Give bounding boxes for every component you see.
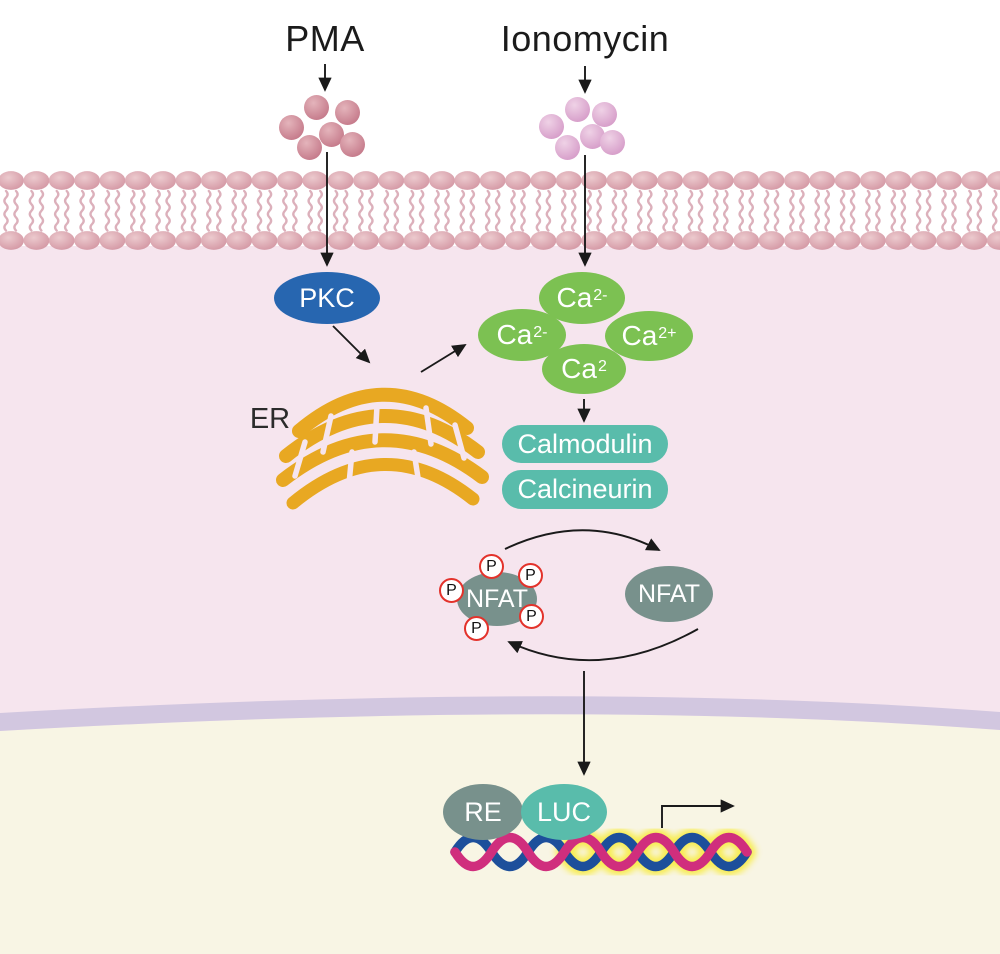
arrow-pkc-to-er bbox=[332, 325, 371, 364]
lipid-tails bbox=[3, 189, 998, 232]
er-label: ER bbox=[249, 403, 291, 435]
calcineurin-node: Calcineurin bbox=[502, 470, 668, 509]
ionomycin-label: Ionomycin bbox=[500, 18, 670, 59]
phosphate-badge: P bbox=[479, 554, 504, 579]
ionomycin-molecule bbox=[555, 135, 580, 160]
calmodulin-node: Calmodulin bbox=[502, 425, 668, 463]
nuclear-membrane bbox=[0, 696, 1000, 731]
re-element-node: RE bbox=[443, 784, 523, 840]
dna-helix bbox=[450, 828, 756, 876]
pma-label: PMA bbox=[285, 18, 365, 59]
ca-base: Ca bbox=[621, 320, 658, 351]
cell-membrane bbox=[0, 171, 1000, 250]
lipid-heads bbox=[0, 171, 1000, 250]
phosphate-badge: P bbox=[439, 578, 464, 603]
pma-molecule bbox=[319, 122, 344, 147]
pathway-arrows bbox=[318, 64, 735, 828]
phosphate-badge: P bbox=[464, 616, 489, 641]
arrow-er-to-ca bbox=[420, 344, 467, 373]
ca-base: Ca bbox=[561, 353, 597, 384]
pma-molecule bbox=[279, 115, 304, 140]
arrow-cycle-top bbox=[504, 529, 661, 551]
phosphate-badge: P bbox=[518, 563, 543, 588]
ionomycin-molecule bbox=[600, 130, 625, 155]
ca-base: Ca bbox=[496, 319, 533, 350]
pkc-node: PKC bbox=[274, 272, 380, 324]
arrow-cycle-bottom bbox=[507, 628, 699, 662]
er-organelle bbox=[276, 387, 489, 510]
ionomycin-molecule bbox=[592, 102, 617, 127]
ionomycin-molecule bbox=[539, 114, 564, 139]
dna-strand-magenta bbox=[450, 832, 752, 872]
phosphate-badge: P bbox=[519, 604, 544, 629]
er-segment-gaps bbox=[292, 403, 467, 487]
arrow-transcription-start bbox=[661, 799, 735, 828]
pma-molecule bbox=[297, 135, 322, 160]
luc-reporter-node: LUC bbox=[521, 784, 607, 840]
pma-molecule bbox=[304, 95, 329, 120]
pma-molecule bbox=[340, 132, 365, 157]
ionomycin-molecule bbox=[565, 97, 590, 122]
ca-base: Ca bbox=[556, 282, 593, 313]
nfat-active-node: NFAT bbox=[625, 566, 713, 622]
pma-molecule bbox=[335, 100, 360, 125]
